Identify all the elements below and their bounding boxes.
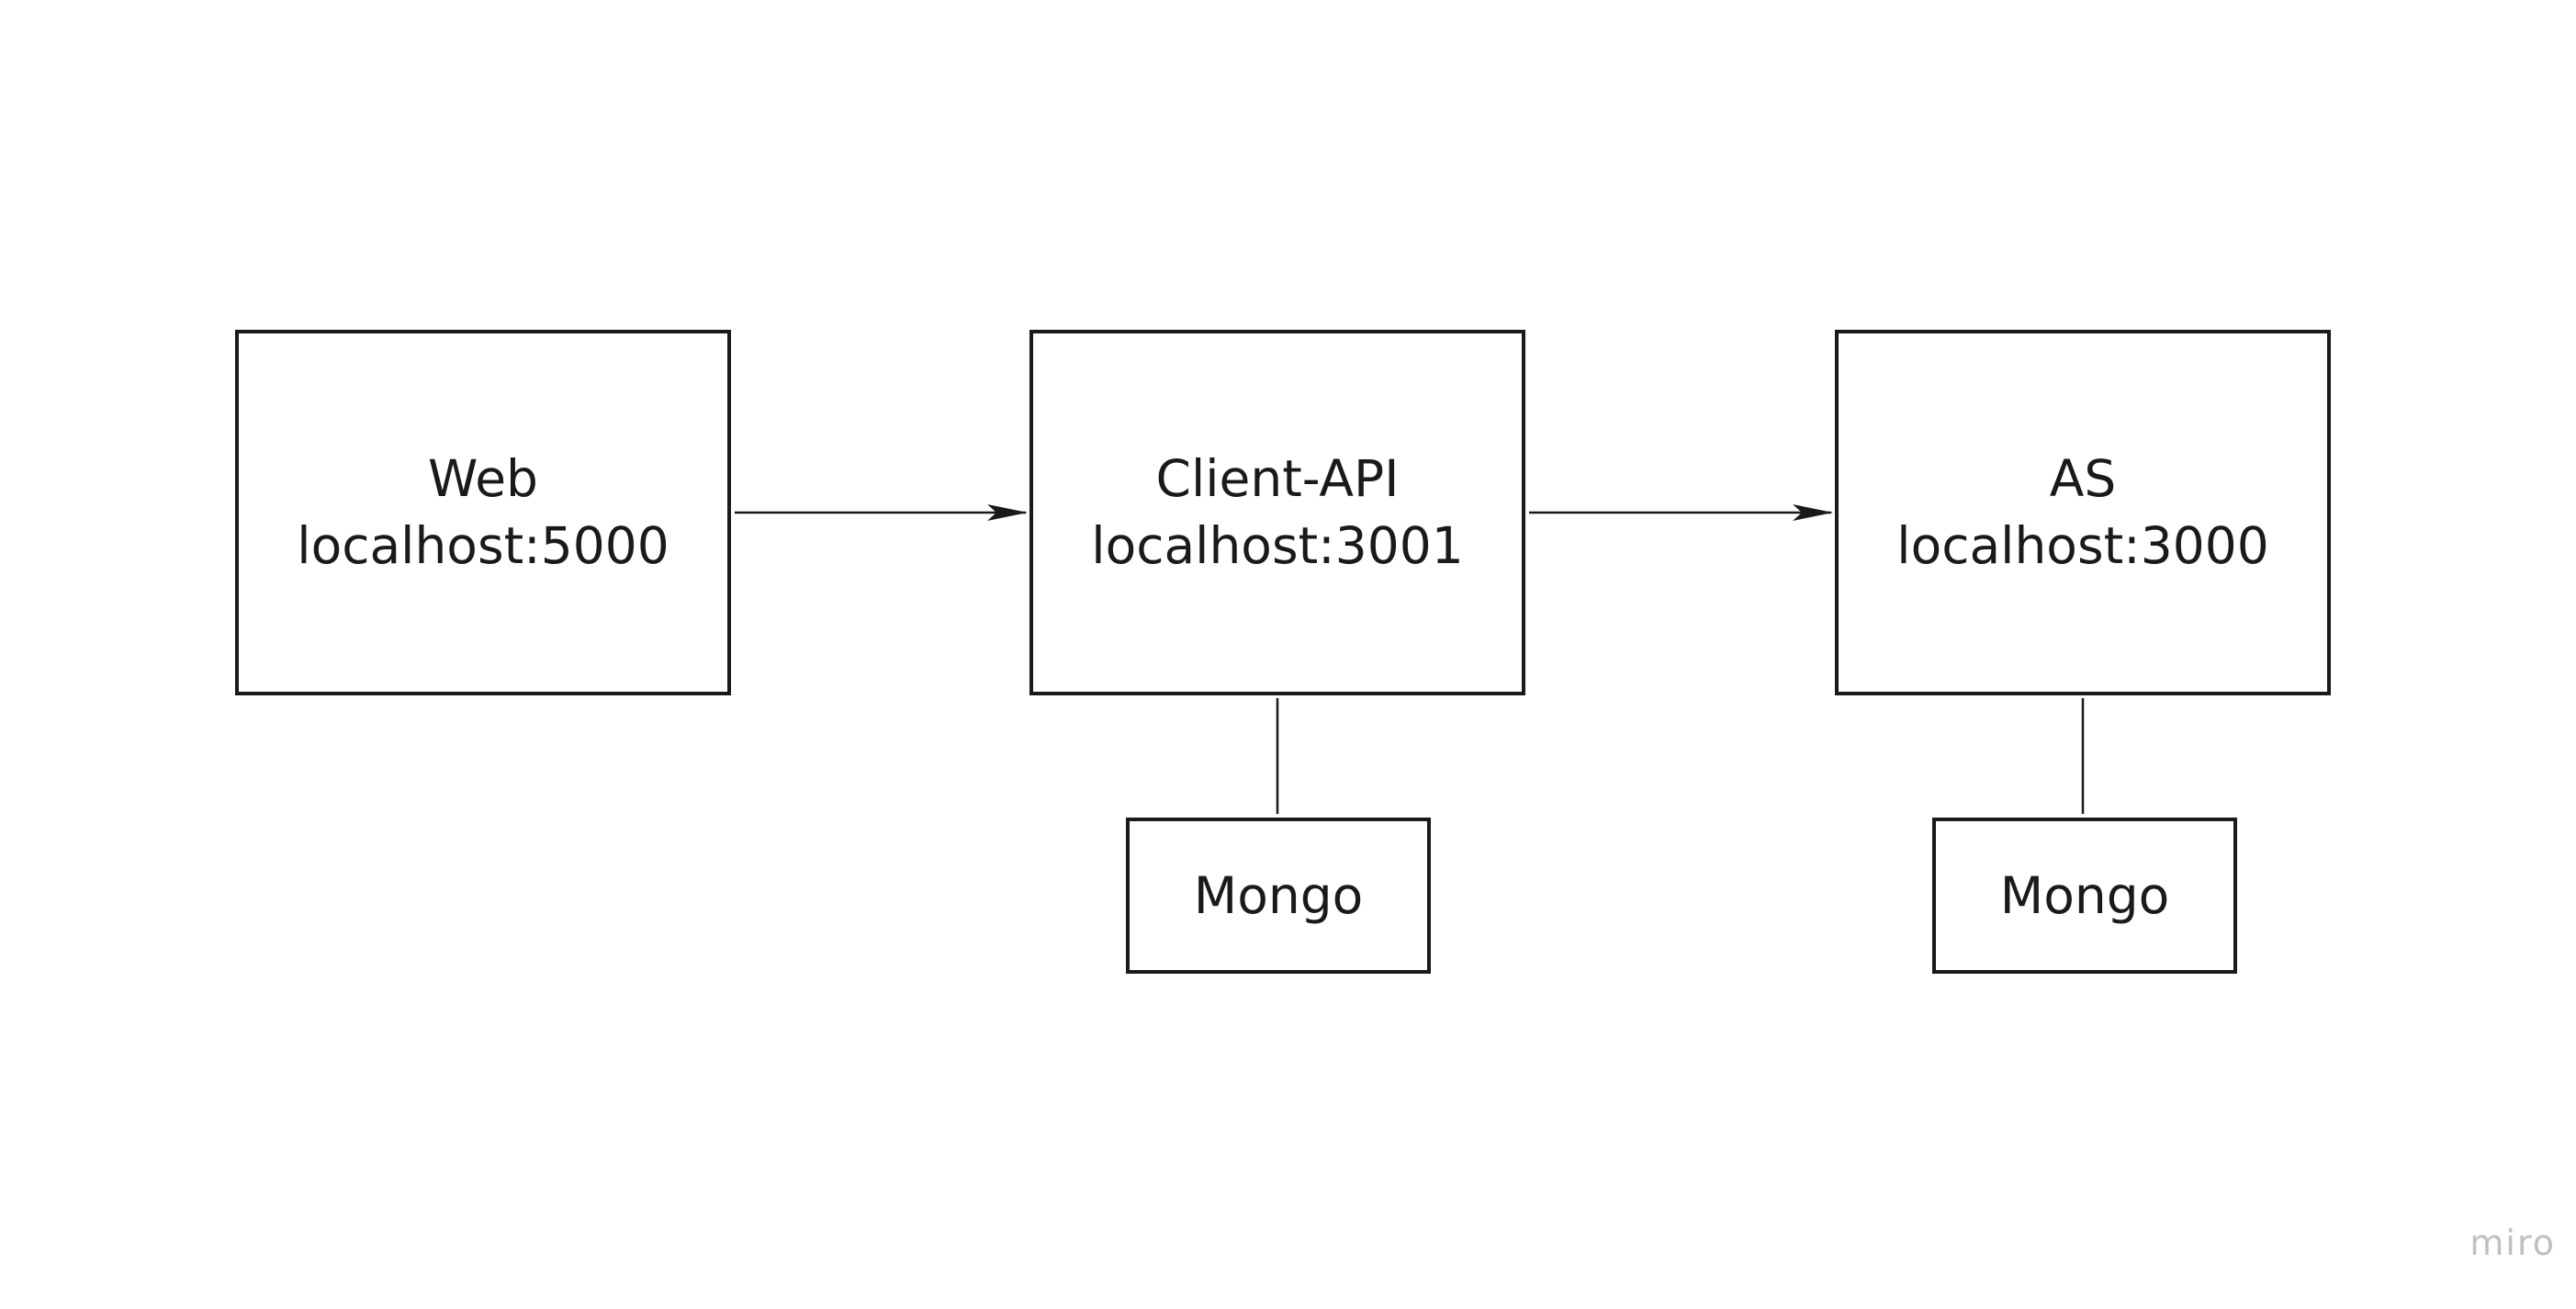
node-mongo-client-api[interactable]: Mongo: [1126, 818, 1431, 974]
node-web-address: localhost:5000: [297, 516, 669, 575]
node-as[interactable]: AS localhost:3000: [1835, 330, 2331, 695]
node-mongo-as[interactable]: Mongo: [1932, 818, 2237, 974]
node-mongo-as-name: Mongo: [1999, 865, 2170, 925]
node-as-address: localhost:3000: [1896, 516, 2269, 575]
node-web-name: Web: [428, 449, 538, 509]
miro-watermark: miro: [2469, 1223, 2556, 1263]
node-client-api-name: Client-API: [1155, 449, 1400, 509]
node-web[interactable]: Web localhost:5000: [235, 330, 731, 695]
node-client-api-address: localhost:3001: [1091, 516, 1464, 575]
node-as-name: AS: [2049, 449, 2117, 509]
node-mongo-client-api-name: Mongo: [1193, 865, 1364, 925]
node-client-api[interactable]: Client-API localhost:3001: [1029, 330, 1525, 695]
